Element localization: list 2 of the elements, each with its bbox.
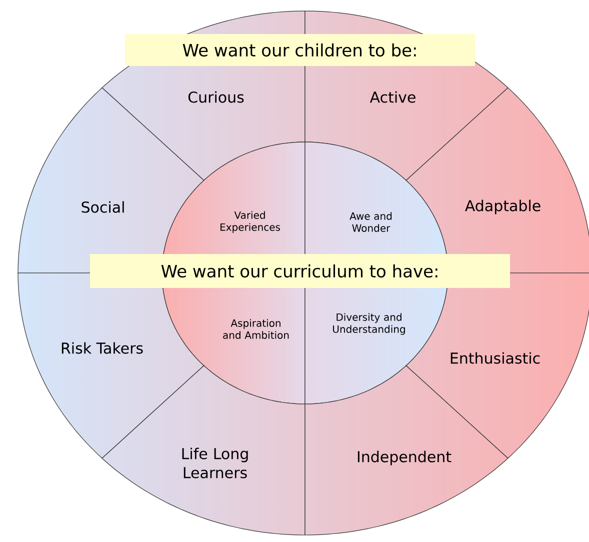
heading-banner: We want our children to be: [125,34,475,66]
heading-banner: We want our curriculum to have: [90,254,510,288]
